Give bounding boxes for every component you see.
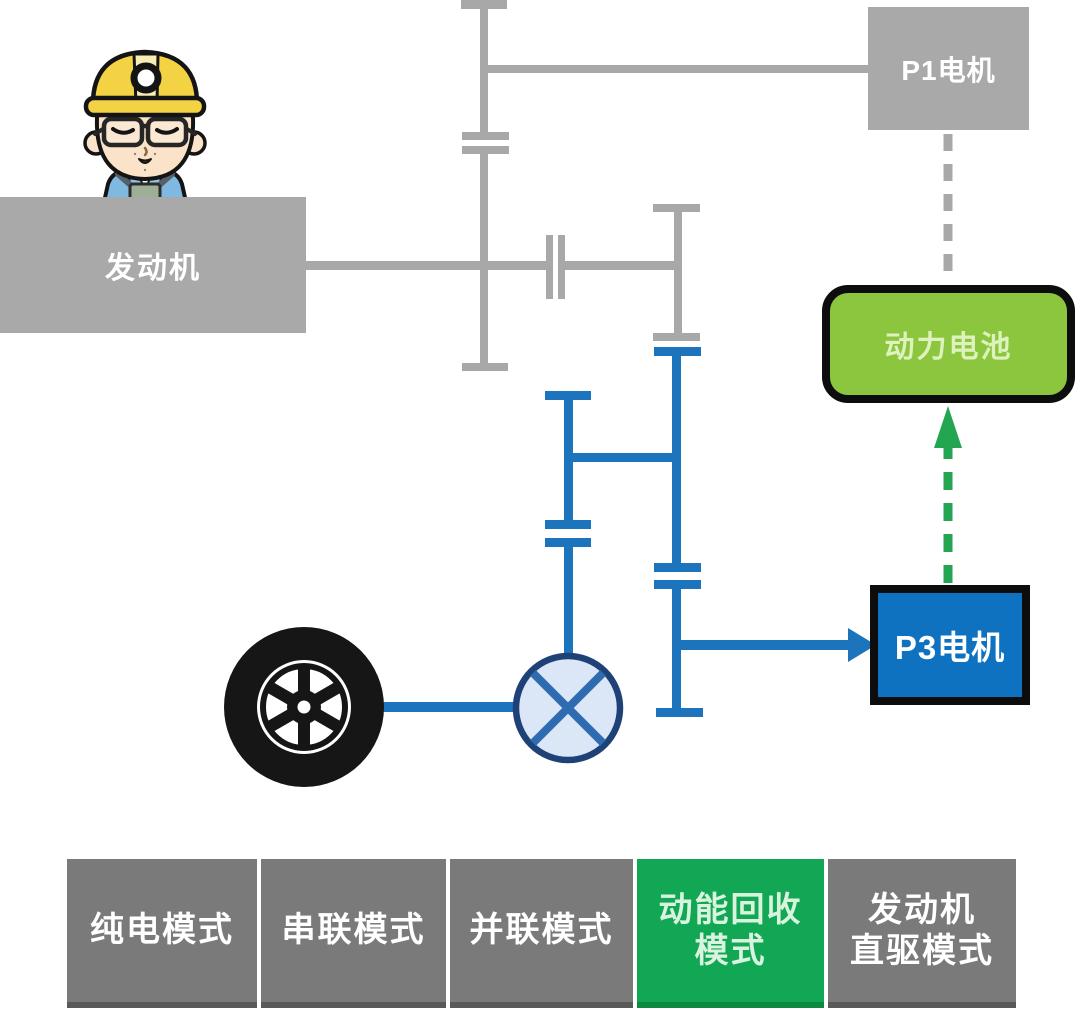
p3-motor-box: P3电机 xyxy=(870,585,1030,705)
p1-motor-label: P1电机 xyxy=(901,54,996,86)
wheel-icon xyxy=(224,627,384,787)
mode-tab-parallel[interactable]: 并联模式 xyxy=(450,859,633,1008)
mode-tab-regen[interactable]: 动能回收 模式 xyxy=(637,859,824,1008)
gray-gearset-icon xyxy=(306,0,868,371)
differential-icon xyxy=(512,652,624,764)
engine-box: 发动机 xyxy=(0,197,306,333)
mode-tab-engine-direct[interactable]: 发动机 直驱模式 xyxy=(828,859,1016,1008)
mode-tab-pure-ev[interactable]: 纯电模式 xyxy=(67,859,257,1008)
mode-tab-series[interactable]: 串联模式 xyxy=(261,859,446,1008)
axle-line xyxy=(306,702,518,712)
p3-motor-label: P3电机 xyxy=(894,629,1006,666)
battery-box: 动力电池 xyxy=(822,285,1075,403)
engine-label: 发动机 xyxy=(105,252,201,285)
p1-motor-box: P1电机 xyxy=(868,7,1029,130)
p3-output-arrow-icon xyxy=(676,628,876,662)
regen-dashed-arrow-icon xyxy=(934,406,962,583)
battery-label: 动力电池 xyxy=(884,331,1013,364)
